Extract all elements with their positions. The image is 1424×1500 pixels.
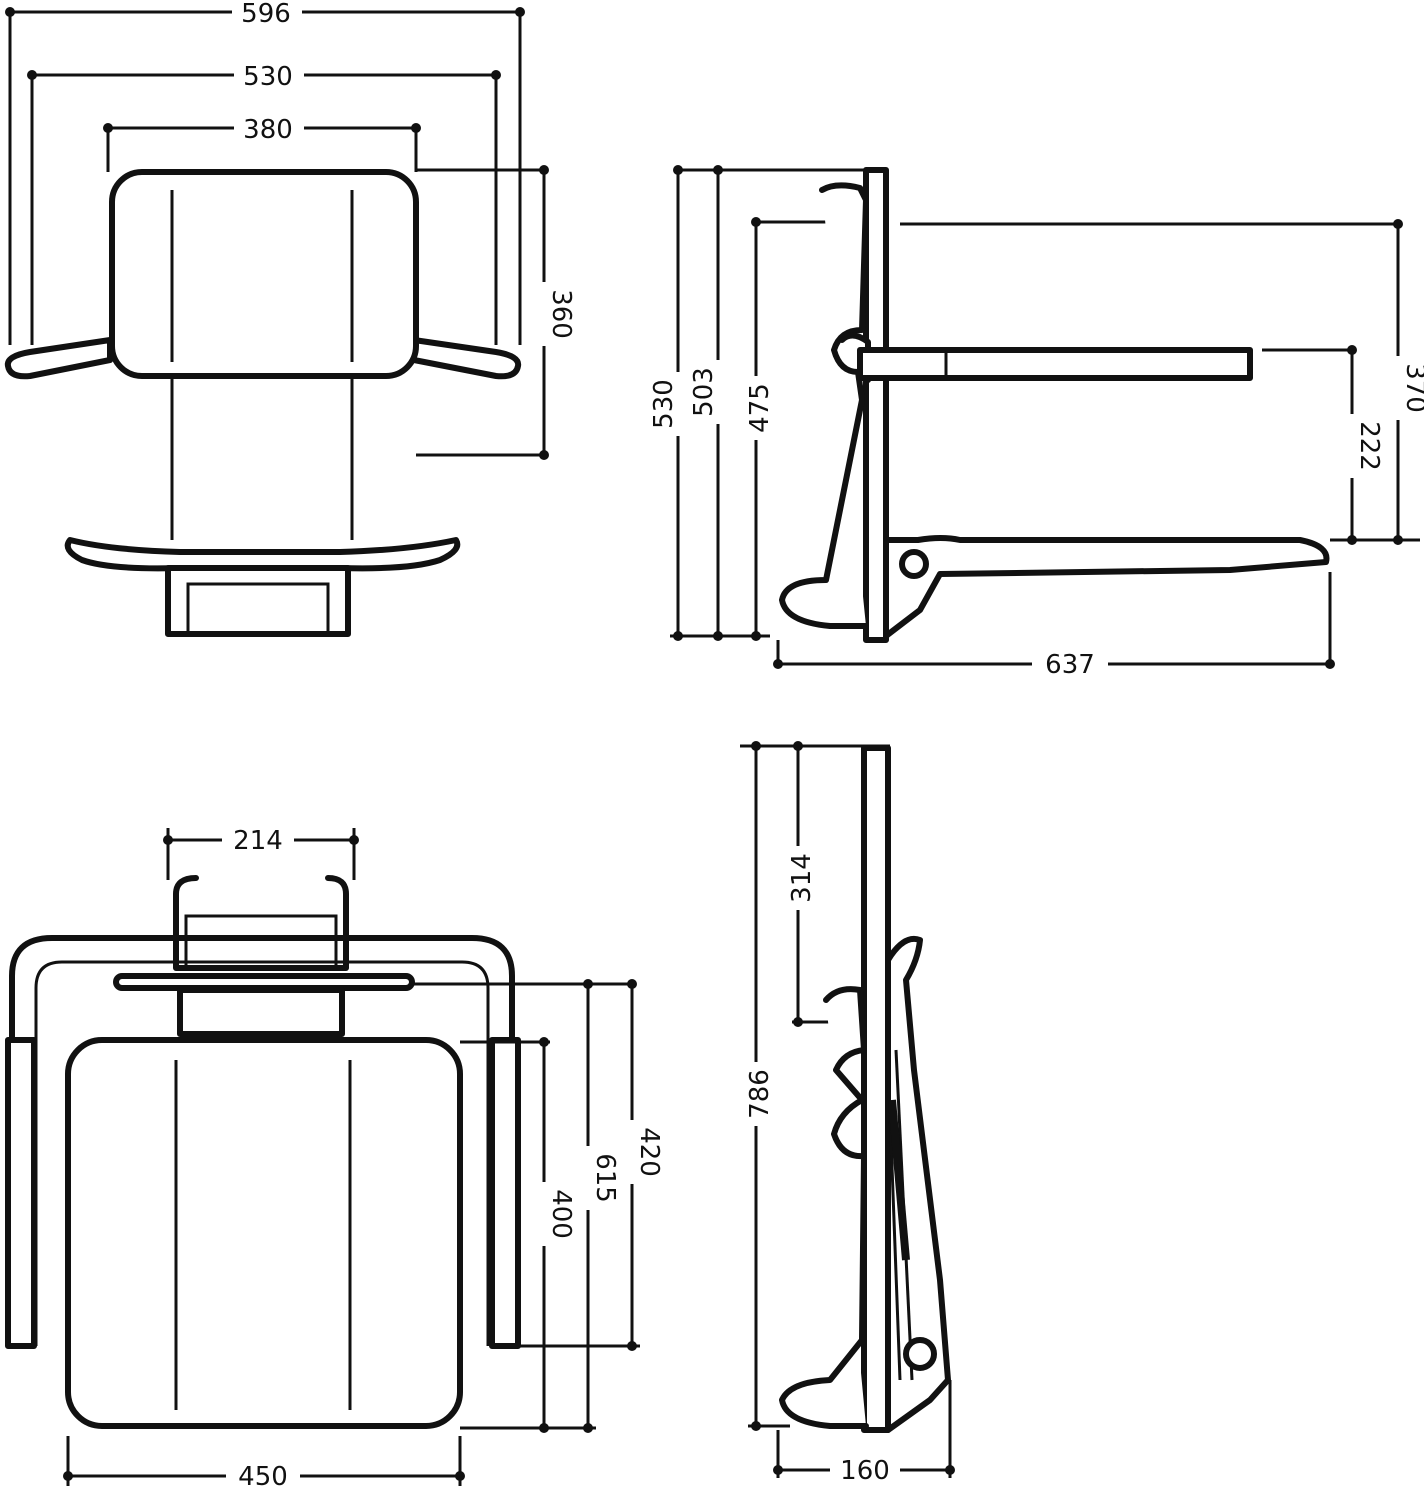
folded-side-view: 786 314 160 [740, 741, 955, 1486]
hinge-bar [113, 973, 415, 991]
dim-160: 160 [773, 1380, 955, 1486]
armrest-side [857, 347, 1253, 381]
dim-380: 380 [103, 115, 421, 172]
backrest [109, 169, 419, 379]
seat-edge [64, 537, 461, 572]
dim-400: 400 [460, 1037, 576, 1433]
dim-370: 370 [900, 219, 1424, 545]
seat-side [883, 535, 1330, 639]
dim-503: 503 [689, 165, 734, 641]
dim-label-450: 450 [238, 1462, 288, 1492]
left-arm-top [5, 1037, 37, 1349]
right-arm-top [489, 1037, 521, 1349]
dim-530: 530 [27, 62, 501, 345]
dim-222: 222 [1262, 345, 1384, 545]
dim-label-380: 380 [243, 115, 293, 145]
dim-label-637: 637 [1045, 650, 1095, 680]
dim-label-530: 530 [243, 62, 293, 92]
dim-450: 450 [63, 1436, 465, 1492]
dim-label-615: 615 [590, 1153, 620, 1203]
wall-bracket [165, 565, 351, 637]
dim-label-370: 370 [1400, 363, 1424, 413]
side-view: 530 503 475 [649, 165, 1424, 680]
dim-label-420: 420 [634, 1127, 664, 1177]
dim-475: 475 [744, 217, 836, 641]
dim-label-222: 222 [1354, 421, 1384, 471]
left-armrest [4, 337, 113, 380]
dim-label-596: 596 [241, 0, 291, 29]
dim-530-side: 530 [649, 165, 880, 641]
dim-label-786: 786 [745, 1069, 775, 1119]
top-view: 214 450 400 [5, 826, 664, 1492]
dim-786: 786 [740, 741, 890, 1431]
dim-360: 360 [416, 165, 576, 460]
folded-seat [885, 936, 951, 1433]
front-view: 596 530 380 360 [4, 0, 576, 637]
bracket-lower [177, 987, 345, 1037]
right-armrest [411, 337, 522, 380]
dim-label-314: 314 [787, 853, 817, 903]
dim-label-160: 160 [840, 1456, 890, 1486]
dim-420: 420 [518, 979, 664, 1351]
dim-label-475: 475 [745, 383, 775, 433]
wall-plate [863, 167, 889, 643]
dim-label-503: 503 [689, 367, 719, 417]
dim-314: 314 [786, 741, 836, 1027]
hanger-body [779, 182, 869, 629]
hanger-folded [779, 986, 869, 1429]
seat-top [65, 1037, 463, 1429]
dim-label-214: 214 [233, 826, 283, 856]
wall-plate-folded [861, 745, 891, 1433]
dim-214: 214 [163, 826, 359, 880]
dim-615: 615 [412, 979, 636, 1433]
dim-label-side-530: 530 [649, 379, 679, 429]
armrest-frame [9, 935, 515, 1349]
bracket-top [173, 875, 349, 971]
dim-label-360: 360 [546, 289, 576, 339]
dim-596: 596 [5, 0, 525, 345]
dim-label-400: 400 [546, 1189, 576, 1239]
dim-637: 637 [773, 572, 1335, 680]
